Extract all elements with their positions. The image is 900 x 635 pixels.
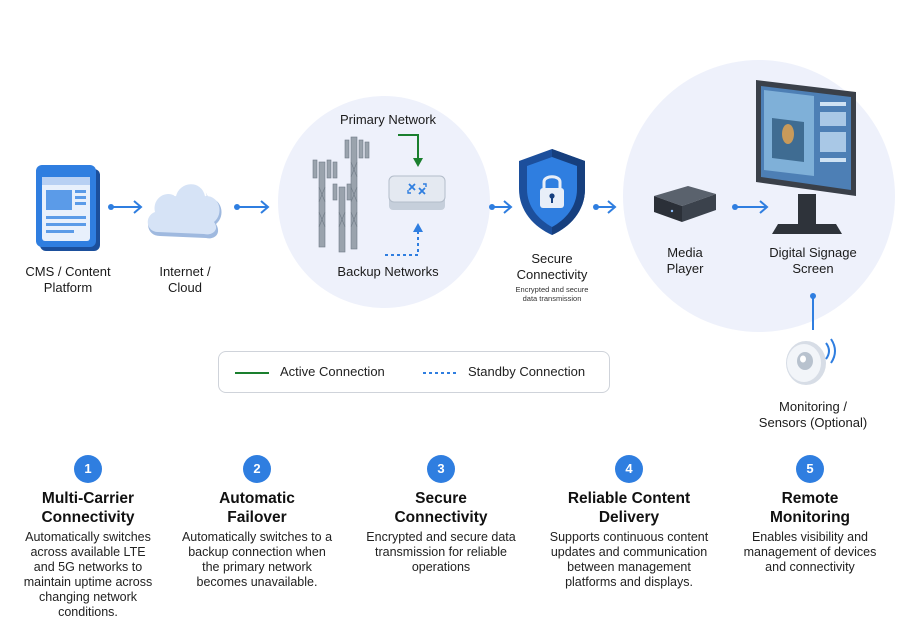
step-3-title: Secure Connectivity xyxy=(394,490,488,526)
backup-networks-label: Backup Networks xyxy=(337,264,439,279)
step-2-title: Automatic Failover xyxy=(219,490,295,526)
primary-network-label: Primary Network xyxy=(339,112,437,127)
media-player-label: Media Player xyxy=(666,245,704,276)
step-4-title: Reliable Content Delivery xyxy=(567,490,691,526)
router-icon xyxy=(387,170,447,220)
step-4-badge: 4 xyxy=(615,455,643,483)
step-4-description: Supports continuous content updates and … xyxy=(549,530,709,589)
step-1-badge: 1 xyxy=(74,455,102,483)
legend: Active Connection Standby Connection xyxy=(218,351,610,393)
step-2-description: Automatically switches to a backup conne… xyxy=(181,530,333,589)
cms-label: CMS / Content Platform xyxy=(25,264,111,295)
cell-towers-icon xyxy=(305,132,385,257)
media-player-icon xyxy=(648,180,720,228)
step-1-title: Multi-Carrier Connectivity xyxy=(41,490,135,526)
internet-label: Internet / Cloud xyxy=(159,264,211,295)
step-5-description: Enables visibility and management of dev… xyxy=(743,530,877,574)
legend-active-line xyxy=(235,372,269,374)
digital-signage-icon xyxy=(752,78,860,238)
sensor-icon xyxy=(780,333,844,391)
step-2-badge: 2 xyxy=(243,455,271,483)
legend-standby-label: Standby Connection xyxy=(468,364,586,379)
network-zone-bg xyxy=(278,96,490,308)
cloud-icon xyxy=(142,168,228,243)
step-5-title: Remote Monitoring xyxy=(769,490,851,526)
step-5-badge: 5 xyxy=(796,455,824,483)
legend-active-label: Active Connection xyxy=(280,364,385,379)
step-3-description: Encrypted and secure data transmission f… xyxy=(366,530,516,574)
digital-signage-label: Digital Signage Screen xyxy=(769,245,857,276)
step-1-description: Automatically switches across available … xyxy=(23,530,153,619)
step-3-badge: 3 xyxy=(427,455,455,483)
monitoring-label: Monitoring / Sensors (Optional) xyxy=(758,399,868,430)
secure-connectivity-sublabel: Encrypted and secure data transmission xyxy=(515,285,589,303)
legend-standby-line xyxy=(423,372,457,374)
cms-platform-icon xyxy=(34,163,100,253)
shield-lock-icon xyxy=(515,147,590,237)
secure-connectivity-label: Secure Connectivity xyxy=(516,251,588,282)
